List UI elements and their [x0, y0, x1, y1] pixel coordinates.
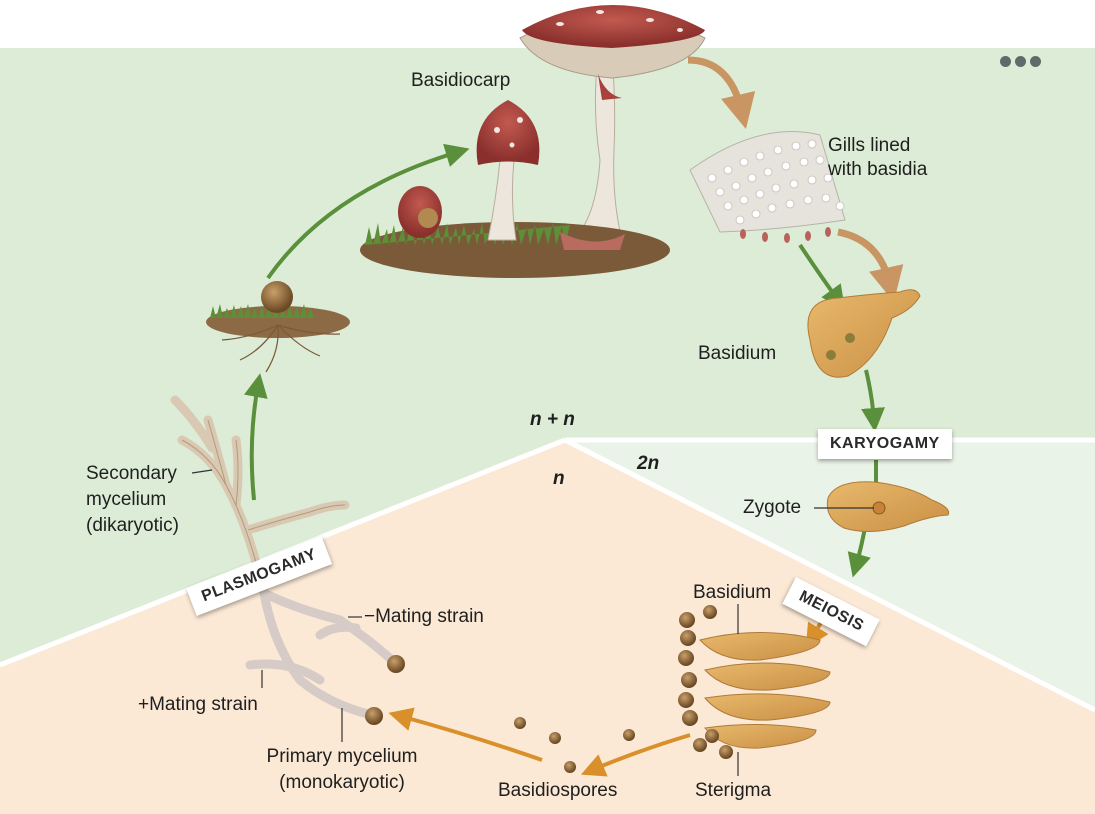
- label-haploid-ploidy: n: [553, 468, 565, 489]
- leader-secondary: [191, 469, 213, 474]
- label-basidium-bottom: Basidium: [693, 582, 772, 603]
- primary-mycelium-illustration: [245, 575, 399, 720]
- young-mushroom-illustration: [206, 281, 350, 373]
- label-primary-line2: (monokaryotic): [279, 772, 405, 793]
- haploid-region: [0, 440, 1095, 814]
- label-basidium-top: Basidium: [698, 343, 777, 364]
- label-primary-line1: Primary mycelium: [266, 746, 418, 767]
- gills-illustration: [689, 131, 846, 243]
- basidium-top-illustration: [807, 289, 921, 378]
- large-mushroom: [519, 5, 706, 241]
- secondary-mycelium-outline: [181, 419, 346, 571]
- orange-arrow-spores-to-primary: [388, 707, 543, 762]
- label-secondary-line1: Secondary: [86, 463, 177, 484]
- label-dikaryon-ploidy: n + n: [530, 409, 575, 430]
- primary-spore-right: [387, 655, 405, 673]
- label-secondary-line3: (dikaryotic): [86, 515, 179, 536]
- basidiospores-illustration: [514, 717, 635, 773]
- label-basidiospores: Basidiospores: [498, 780, 618, 801]
- label-zygote: Zygote: [743, 497, 802, 518]
- basidia-cluster-illustration: [678, 605, 831, 759]
- label-plus-mating: +Mating strain: [138, 694, 258, 715]
- label-gills-line1: Gills lined: [828, 135, 911, 156]
- green-arrow-basidium-to-karyogamy: [861, 369, 886, 432]
- orange-arrow-basidium-to-spores: [580, 733, 691, 777]
- stage-karyogamy: KARYOGAMY: [818, 429, 952, 459]
- label-basidiocarp: Basidiocarp: [411, 70, 511, 91]
- label-secondary-line2: mycelium: [86, 489, 167, 510]
- green-arrow-gills-to-basidium: [798, 243, 846, 310]
- brown-arrow-cap-to-gills: [687, 56, 756, 130]
- label-sterigma: Sterigma: [695, 780, 772, 801]
- green-arrow-secondary-to-young: [244, 373, 268, 501]
- primary-spore-bottom: [365, 707, 383, 725]
- zygote-illustration: [826, 481, 950, 532]
- label-gills-line2: with basidia: [828, 159, 928, 180]
- label-minus-mating: −Mating strain: [364, 606, 484, 627]
- brown-arrow-gills-to-basidium: [837, 228, 904, 303]
- basidiocarp-ground: [360, 100, 670, 278]
- green-arrow-young-to-basidiocarp: [266, 143, 470, 280]
- label-diploid-ploidy: 2n: [637, 453, 660, 474]
- more-dots-icon[interactable]: [1000, 54, 1050, 68]
- region-divider-right: [563, 437, 1095, 713]
